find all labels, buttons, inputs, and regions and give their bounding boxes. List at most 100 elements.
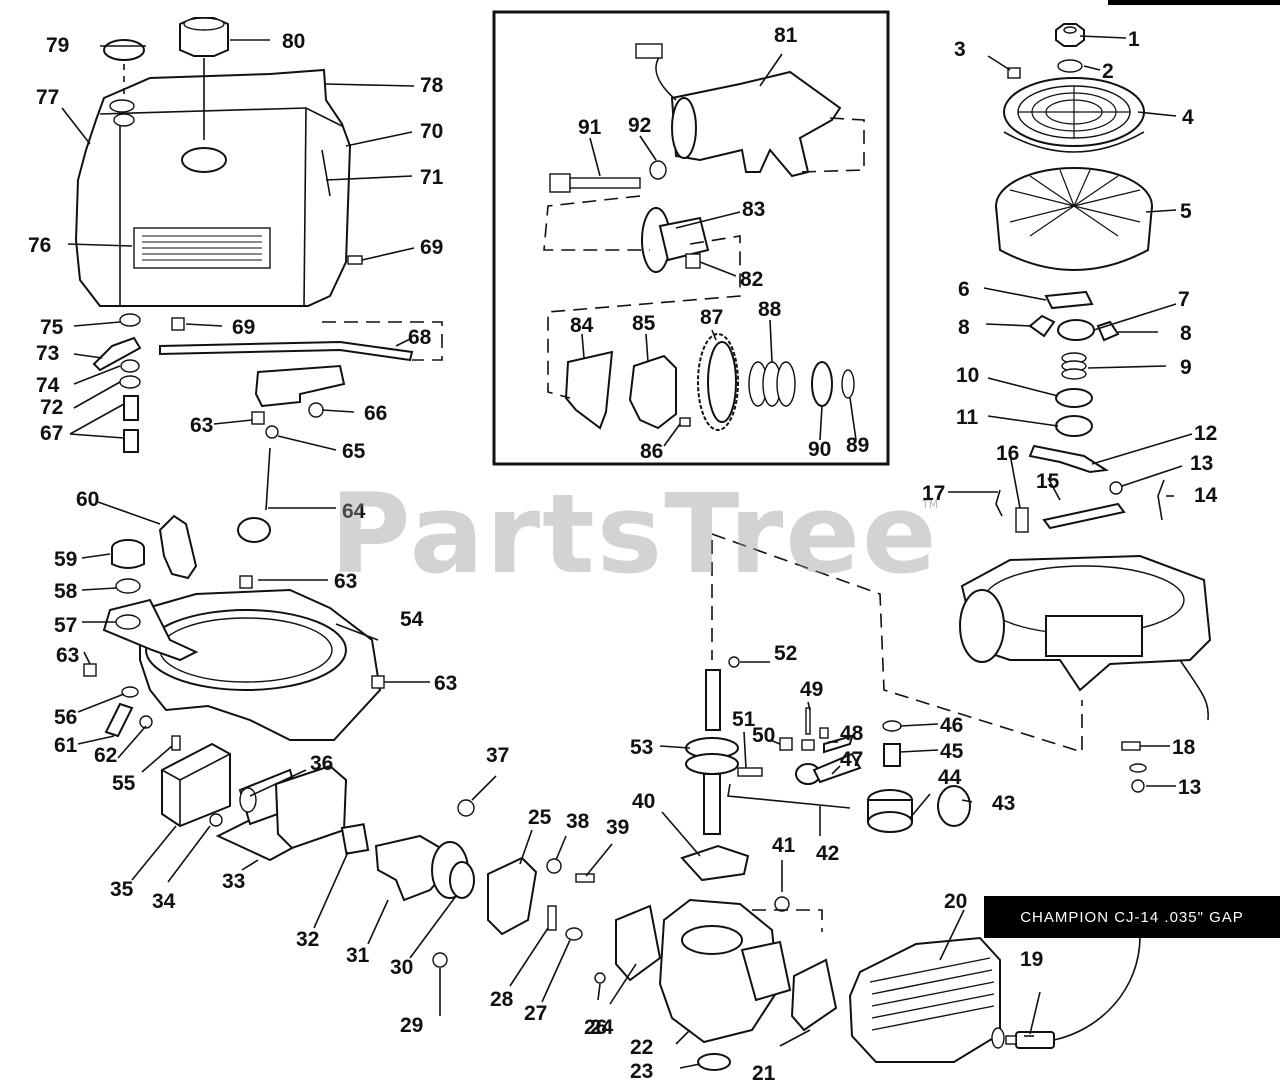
washer-65 bbox=[265, 425, 279, 439]
nut-63-top bbox=[239, 575, 253, 589]
label: 45 bbox=[940, 740, 964, 763]
label: 6 bbox=[958, 278, 970, 301]
gasket-40 bbox=[680, 844, 750, 882]
bearing-11 bbox=[1055, 415, 1093, 437]
top-edge-bar bbox=[1108, 0, 1280, 5]
label: 62 bbox=[94, 744, 117, 767]
label: 60 bbox=[76, 488, 99, 511]
starter-pinion-gear bbox=[641, 207, 710, 273]
label: 4 bbox=[1182, 106, 1194, 129]
screw-51 bbox=[737, 767, 763, 777]
label: 13 bbox=[1178, 776, 1201, 799]
label: 64 bbox=[342, 500, 366, 523]
screw-62 bbox=[139, 715, 153, 729]
tank-bracket bbox=[159, 340, 414, 408]
part-number-labels: 1 2 3 4 5 6 7 8 8 9 10 11 12 13 14 15 16… bbox=[28, 24, 1218, 1085]
label: 63 bbox=[434, 672, 457, 695]
label: 49 bbox=[800, 678, 823, 701]
fuel-clamp bbox=[92, 336, 142, 372]
gasket-32 bbox=[340, 823, 370, 855]
clip-18 bbox=[1121, 741, 1141, 751]
washer-57 bbox=[115, 614, 141, 630]
cup-7 bbox=[1057, 319, 1095, 341]
flywheel-screen-4 bbox=[1003, 77, 1145, 153]
washer-10 bbox=[1055, 388, 1093, 408]
leader-lines bbox=[61, 35, 1193, 1069]
label: 92 bbox=[628, 114, 651, 137]
label: 70 bbox=[420, 120, 443, 143]
label: 63 bbox=[190, 414, 213, 437]
reed-28 bbox=[547, 905, 557, 931]
label: 82 bbox=[740, 268, 763, 291]
label: 76 bbox=[28, 234, 51, 257]
starter-washer bbox=[649, 160, 667, 180]
label: 17 bbox=[922, 482, 945, 505]
label: 86 bbox=[640, 440, 663, 463]
choke-knob bbox=[237, 447, 271, 543]
label: 30 bbox=[390, 956, 413, 979]
label: 66 bbox=[364, 402, 387, 425]
label: 79 bbox=[46, 34, 69, 57]
ignition-module-35 bbox=[161, 742, 231, 828]
clip-56 bbox=[121, 686, 139, 698]
piston-44 bbox=[867, 789, 913, 833]
starter-spring bbox=[748, 361, 796, 407]
bolt-41 bbox=[774, 896, 790, 912]
washer-2 bbox=[1057, 59, 1083, 73]
screw-16 bbox=[1015, 507, 1029, 533]
label: 27 bbox=[524, 1002, 547, 1025]
shroud-plug bbox=[103, 39, 145, 61]
nut-63-upper bbox=[251, 411, 265, 425]
label: 9 bbox=[1180, 356, 1192, 379]
nut-63-left bbox=[83, 663, 97, 677]
nut-1 bbox=[1055, 23, 1085, 47]
screw-3 bbox=[1007, 67, 1021, 79]
label: 88 bbox=[758, 298, 782, 321]
label: 68 bbox=[408, 326, 432, 349]
gasket-24 bbox=[615, 904, 662, 982]
label: 57 bbox=[54, 614, 77, 637]
label: 32 bbox=[296, 928, 319, 951]
label: 69 bbox=[232, 316, 255, 339]
label: 23 bbox=[630, 1060, 653, 1083]
fuel-tube-lower bbox=[123, 429, 139, 453]
label: 43 bbox=[992, 792, 1015, 815]
key-52 bbox=[728, 656, 740, 668]
gasket-30 bbox=[449, 861, 475, 899]
governor-bracket bbox=[158, 514, 198, 580]
label: 81 bbox=[774, 24, 798, 47]
label: 33 bbox=[222, 870, 245, 893]
piston-rings-43 bbox=[937, 785, 971, 827]
label: 87 bbox=[700, 306, 723, 329]
label: 29 bbox=[400, 1014, 423, 1037]
label: 65 bbox=[342, 440, 366, 463]
label: 34 bbox=[152, 890, 176, 913]
label: 28 bbox=[490, 988, 514, 1011]
label: 53 bbox=[630, 736, 653, 759]
label: 44 bbox=[938, 766, 962, 789]
label: 42 bbox=[816, 842, 839, 865]
tank-screw bbox=[347, 255, 363, 265]
label: 69 bbox=[420, 236, 443, 259]
label: 54 bbox=[400, 608, 424, 631]
label: 40 bbox=[632, 790, 655, 813]
trademark-mark: TM bbox=[922, 498, 939, 511]
label: 52 bbox=[774, 642, 797, 665]
gasket-21 bbox=[790, 958, 838, 1032]
spring-9 bbox=[1061, 352, 1087, 380]
label: 38 bbox=[566, 810, 590, 833]
label: 7 bbox=[1178, 288, 1190, 311]
starter-gasket bbox=[564, 350, 614, 430]
label: 15 bbox=[1036, 470, 1060, 493]
label: 51 bbox=[732, 708, 756, 731]
label: 89 bbox=[846, 434, 869, 457]
starter-bolt bbox=[549, 173, 641, 193]
label: 36 bbox=[310, 752, 333, 775]
label: 91 bbox=[578, 116, 602, 139]
fuel-tank-shroud bbox=[74, 68, 352, 307]
needle-49 bbox=[805, 707, 811, 735]
label: 25 bbox=[528, 806, 552, 829]
label: 73 bbox=[36, 342, 59, 365]
label: 90 bbox=[808, 438, 831, 461]
o-ring bbox=[120, 359, 140, 373]
